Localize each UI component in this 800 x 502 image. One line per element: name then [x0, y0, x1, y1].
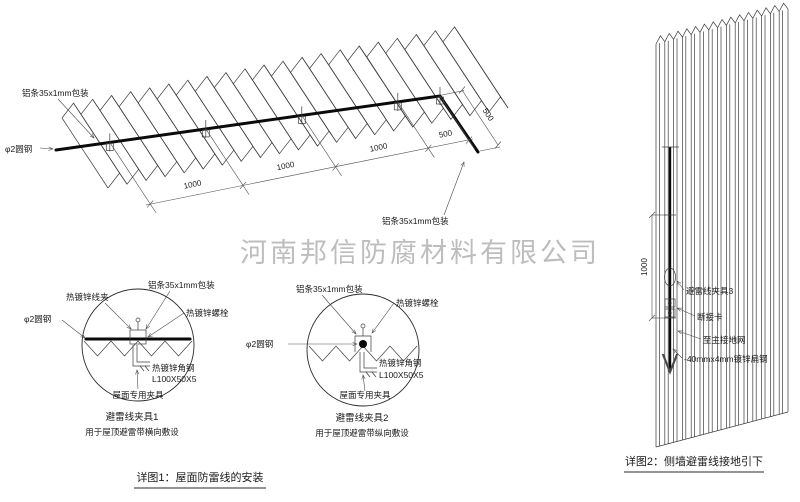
dim-1000-3: 1000	[369, 141, 389, 153]
wall-clamp-label: 避雷线夹具3	[686, 286, 734, 296]
roof-annotations: 铝条35x1mm包装 φ2圆钢 铝条35x1mm包装	[5, 88, 464, 226]
dim-500-1: 500	[438, 128, 453, 140]
wall-flat-steel-label: -40mmx4mm镀锌扁钢	[684, 354, 768, 364]
wall-annotations: 避雷线夹具3 断接卡 至主接地网 -40mmx4mm镀锌扁钢	[673, 281, 768, 364]
wall-dim-1000: 1000	[640, 258, 649, 276]
wall-dimension: 1000	[640, 211, 666, 322]
detail-1-clamp-view: 热镀锌线夹 铝条35x1mm包装 热镀锌螺栓 φ2圆钢 热镀锌角钢 L100X5…	[24, 280, 229, 437]
detail-1-circle	[81, 288, 195, 402]
detail-2-circle	[306, 293, 420, 407]
detail-1-fixture-label: 屋面专用夹具	[112, 390, 164, 400]
detail-2-clamp-view: 铝条35x1mm包装 热镀锌螺栓 φ2圆钢 热镀锌角钢 L100X50X5 屋面…	[246, 284, 439, 438]
detail-2-strip-label: 铝条35x1mm包装	[296, 284, 363, 294]
detail-2-bolt-label: 热镀锌螺栓	[396, 298, 439, 308]
roof-strip-bottom-label: 铝条35x1mm包装	[382, 216, 449, 226]
captions: 详图1：屋面防雷线的安装 详图2：侧墙避雷线接地引下	[134, 454, 764, 489]
detail-1-annotations: 热镀锌线夹 铝条35x1mm包装 热镀锌螺栓 φ2圆钢 热镀锌角钢 L100X5…	[24, 280, 229, 400]
detail-2-fixture-label: 屋面专用夹具	[339, 390, 391, 400]
disconnect-link-symbol	[664, 298, 676, 318]
detail-2-rod-label: φ2圆钢	[246, 339, 273, 349]
wall-corrugated-sheet	[655, 2, 789, 448]
detail-1-angle-label: 热镀锌角钢	[152, 363, 195, 373]
caption-detail-1: 详图1：屋面防雷线的安装	[136, 470, 263, 484]
detail-1-rod-label: φ2圆钢	[24, 314, 51, 324]
wall-clamp-symbol	[664, 267, 676, 287]
detail-2-annotations: 铝条35x1mm包装 热镀锌螺栓 φ2圆钢 热镀锌角钢 L100X50X5 屋面…	[246, 284, 439, 400]
detail-1-clamp-assembly	[129, 317, 150, 372]
roof-rod-label: φ2圆钢	[5, 144, 32, 154]
detail-2-clamp-assembly	[354, 323, 377, 378]
wall-down-conductor-view: 1000 避雷线夹具3 断接卡 至主接地网 -40mmx4mm镀锌扁钢	[640, 2, 789, 448]
roof-strip-top-label: 铝条35x1mm包装	[22, 88, 89, 98]
detail-1-subtitle: 用于屋顶避雷带横向敷设	[85, 427, 179, 437]
dim-500-2: 500	[481, 107, 496, 124]
roof-isometric-view: 1000 1000 1000 500 500 铝条35x1mm包装 φ2圆钢 铝…	[5, 26, 509, 226]
detail-2-angle-spec: L100X50X5	[379, 370, 424, 380]
detail-2-angle-label: 热镀锌角钢	[379, 358, 422, 368]
detail-2-wire-section	[359, 340, 367, 348]
detail-2-subtitle: 用于屋顶避雷带纵向敷设	[315, 428, 409, 438]
detail-2-title: 避雷线夹具2	[336, 412, 389, 424]
wall-ground-label: 至主接地网	[703, 335, 746, 345]
detail-1-roof-profile	[83, 340, 193, 357]
dim-1000-2: 1000	[276, 160, 296, 172]
detail-1-title: 避雷线夹具1	[106, 411, 159, 423]
detail-1-strip-label: 铝条35x1mm包装	[148, 280, 215, 290]
detail-1-bolt-label: 热镀锌螺栓	[186, 308, 229, 318]
detail-1-angle-spec: L100X50X5	[152, 374, 197, 384]
wall-disconnect-label: 断接卡	[697, 312, 723, 322]
detail-1-clamp-label: 热镀锌线夹	[66, 292, 109, 302]
roof-dimension-chain: 1000 1000 1000 500	[109, 95, 476, 214]
dim-1000-1: 1000	[183, 178, 203, 190]
company-watermark: 河南邦信防腐材料有限公司	[240, 238, 600, 268]
caption-detail-2: 详图2：侧墙避雷线接地引下	[625, 454, 763, 468]
